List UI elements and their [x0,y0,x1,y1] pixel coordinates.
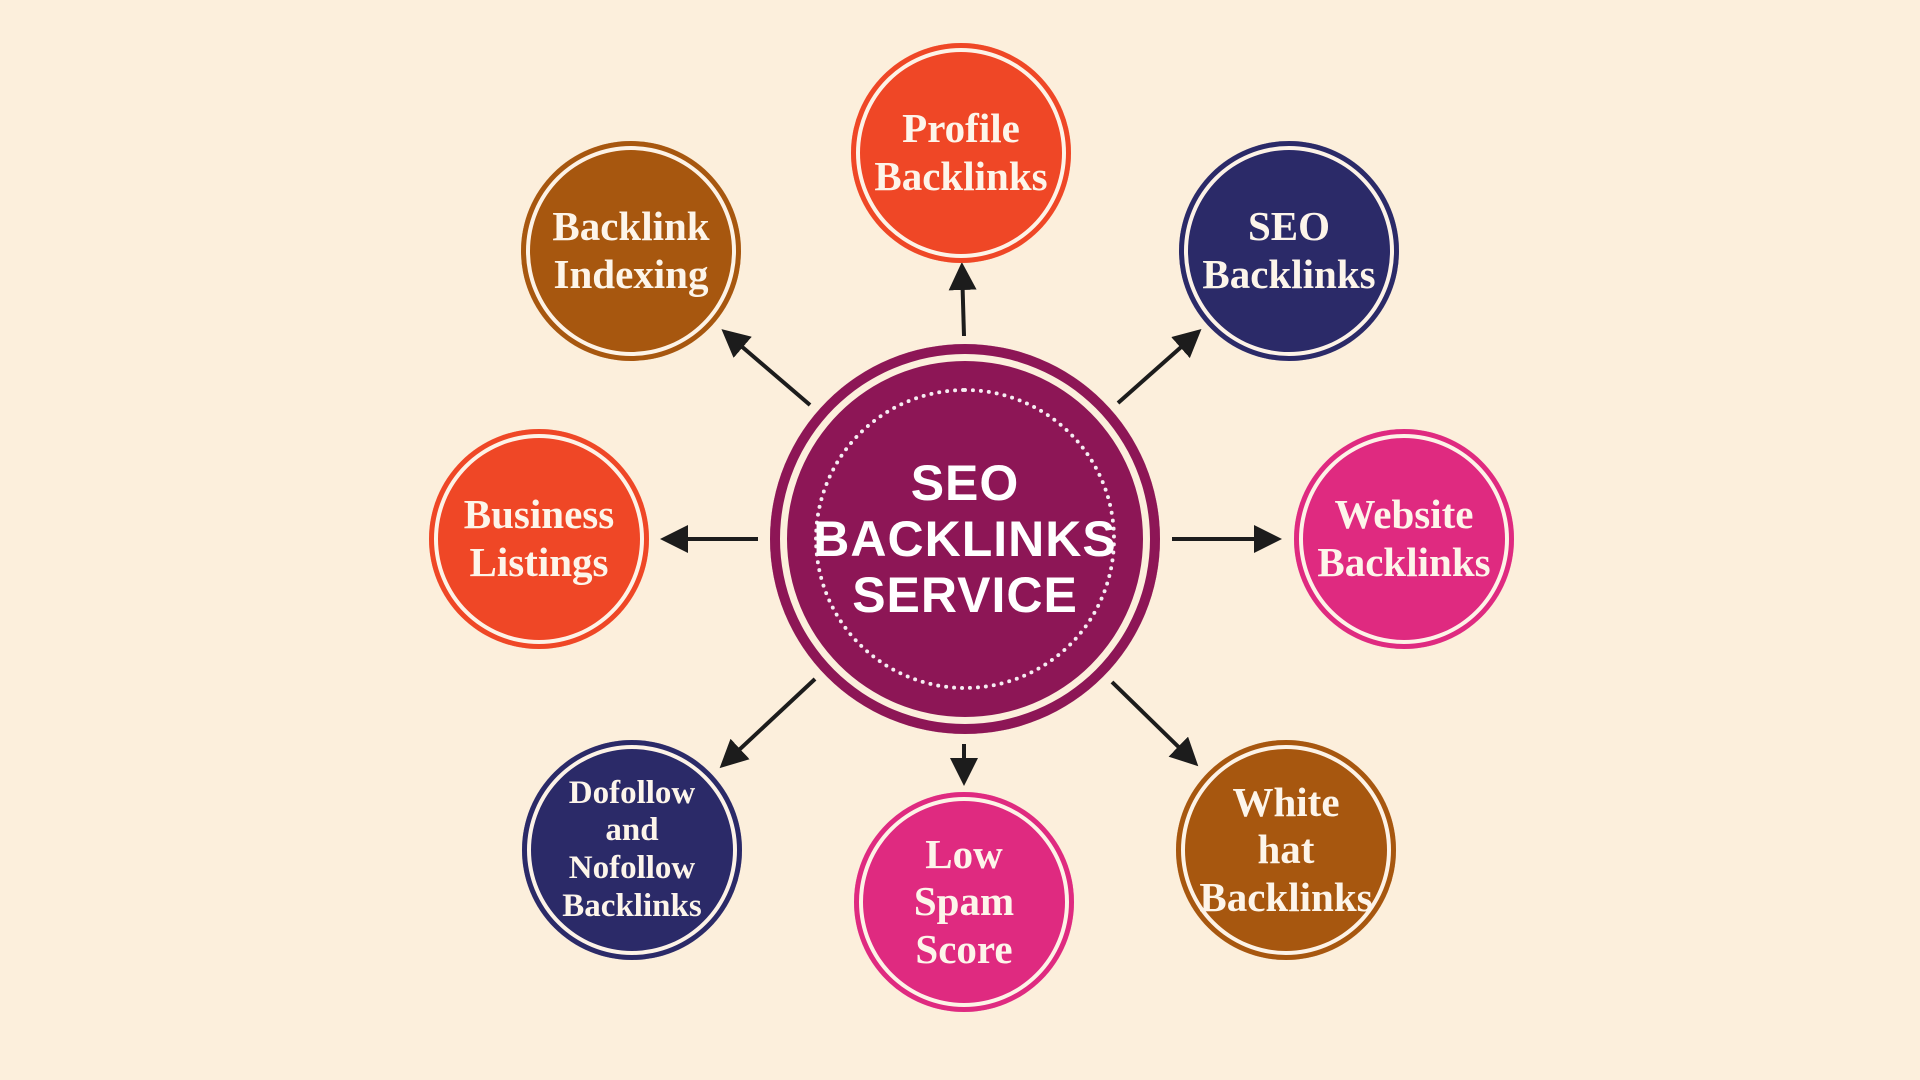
node-label: Backlink Indexing [552,203,710,297]
node-label: SEO Backlinks [1202,203,1376,297]
node-low-spam-score: Low Spam Score [854,792,1074,1012]
arrow-top-right [1116,329,1202,405]
node-label: White hat Backlinks [1199,778,1373,920]
node-label: Website Backlinks [1317,491,1491,585]
node-label: Profile Backlinks [874,105,1048,199]
node-dofollow-nofollow-backlinks: Dofollow and Nofollow Backlinks [522,740,742,960]
center-label: SEO BACKLINKS SERVICE [813,455,1117,623]
node-label: Dofollow and Nofollow Backlinks [562,774,702,924]
arrow-bottom-left [719,677,817,769]
node-business-listings: Business Listings [429,429,649,649]
node-white-hat-backlinks: White hat Backlinks [1176,740,1396,960]
node-website-backlinks: Website Backlinks [1294,429,1514,649]
node-label: Low Spam Score [913,830,1015,972]
arrow-bottom-right [1110,680,1199,767]
arrow-top [948,262,977,337]
node-profile-backlinks: Profile Backlinks [851,43,1071,263]
node-label: Business Listings [463,491,615,585]
node-backlink-indexing: Backlink Indexing [521,141,741,361]
center-circle: SEO BACKLINKS SERVICE [770,344,1160,734]
arrow-top-left [721,329,812,407]
node-seo-backlinks: SEO Backlinks [1179,141,1399,361]
